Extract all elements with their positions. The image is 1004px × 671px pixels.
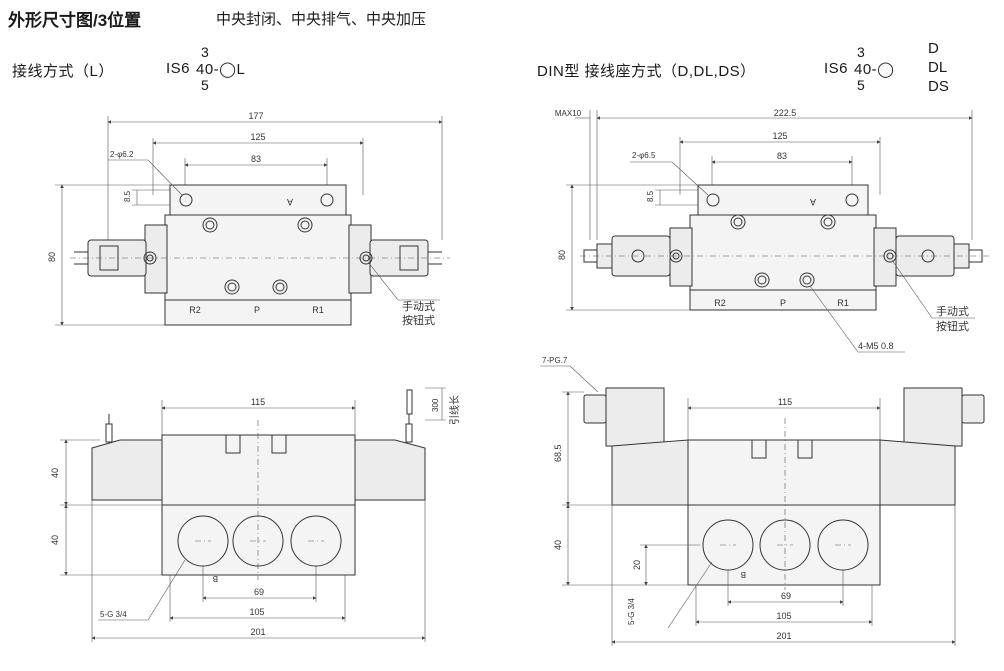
dim-115-right: 115 [778, 397, 792, 407]
dim-40-right: 40 [553, 540, 563, 550]
left-method-label: 接线方式（L） [12, 63, 114, 80]
left-side-view [60, 387, 446, 642]
dim-80-left: 80 [47, 252, 57, 262]
port-r2-left: R2 [189, 305, 201, 315]
port-a-left: A [287, 197, 293, 207]
dim-pg7: 7-PG.7 [542, 356, 568, 365]
right-model-suffix: 40-◯ [854, 61, 895, 78]
right-side-view [540, 365, 985, 646]
right-model-prefix: IS6 [824, 60, 849, 77]
dim-20-right: 20 [632, 560, 642, 570]
port-b-left: B [213, 574, 218, 583]
page-subtitle: 中央封闭、中央排气、中央加压 [216, 11, 427, 28]
dim-83-right: 83 [777, 151, 787, 161]
dim-68-5: 68.5 [553, 444, 563, 462]
dim-m5: 4-M5 0.8 [858, 341, 894, 351]
dim-thread-right: 5-G 3/4 [627, 598, 636, 625]
dim-80-right: 80 [557, 250, 567, 260]
port-p-right: P [780, 298, 786, 308]
dim-69-left: 69 [254, 587, 264, 597]
right-front-view [566, 110, 990, 353]
dim-177: 177 [248, 111, 263, 121]
dim-69-right: 69 [781, 591, 791, 601]
dim-201-left: 201 [250, 627, 265, 637]
dim-105-left: 105 [249, 607, 264, 617]
port-p-left: P [254, 305, 260, 315]
dim-125: 125 [250, 132, 265, 142]
dim-222-5: 222.5 [774, 108, 797, 118]
left-model-sup: 3 [201, 44, 209, 60]
manual-label-1-right: 手动式 [936, 304, 969, 318]
dim-max10: MAX10 [555, 109, 582, 118]
manual-label-2-right: 按钮式 [936, 319, 969, 333]
dim-thread-left: 5-G 3/4 [100, 610, 127, 619]
port-b-right: B [741, 570, 746, 579]
dim-300-left: 300 [431, 398, 440, 412]
left-model-suffix: 40-◯L [196, 61, 246, 78]
dim-40b-left: 40 [50, 535, 60, 545]
right-option-ds: DS [928, 78, 949, 95]
dim-201-right: 201 [776, 631, 791, 641]
right-option-d: D [928, 40, 939, 57]
manual-label-2-left: 按钮式 [402, 313, 435, 327]
dim-125-right: 125 [772, 131, 787, 141]
right-model-sup: 3 [857, 44, 865, 60]
port-a-right: A [810, 197, 816, 207]
right-option-dl: DL [928, 59, 948, 76]
right-model-sub: 5 [857, 77, 865, 93]
dim-hole-right: 2-φ6.5 [632, 151, 656, 160]
manual-label-1-left: 手动式 [402, 299, 435, 313]
dim-8-5-right: 8.5 [646, 190, 655, 202]
dim-105-right: 105 [776, 611, 791, 621]
page-title: 外形尺寸图/3位置 [8, 11, 142, 30]
port-r1-left: R1 [312, 305, 324, 315]
port-r2-right: R2 [714, 298, 726, 308]
lead-length-label: 引线长 [448, 395, 461, 425]
left-model-sub: 5 [201, 77, 209, 93]
port-r1-right: R1 [837, 298, 849, 308]
dim-83: 83 [251, 154, 261, 164]
right-method-label: DIN型 接线座方式（D,DL,DS） [537, 63, 756, 80]
dim-40a-left: 40 [50, 468, 60, 478]
dim-8-5-left: 8.5 [123, 190, 132, 202]
dim-hole-left: 2-φ6.2 [110, 150, 134, 159]
left-front-view [55, 116, 450, 326]
left-model-prefix: IS6 [166, 60, 191, 77]
dim-115-left: 115 [251, 397, 265, 407]
